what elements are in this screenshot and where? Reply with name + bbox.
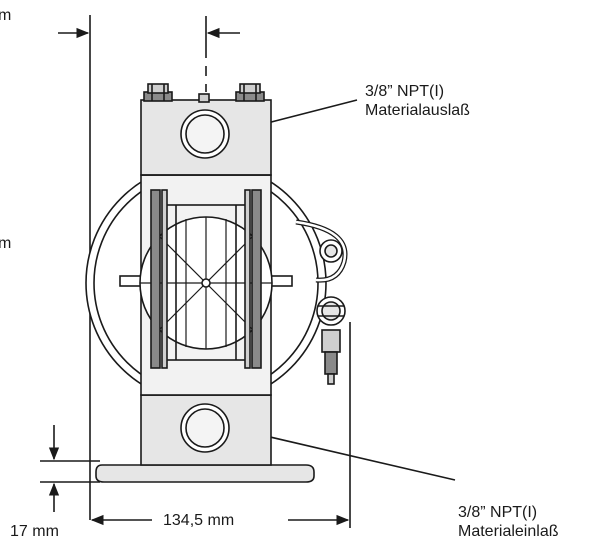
outlet-size-label: 3/8” NPT(I): [365, 83, 445, 100]
tie-rod-right-inner: [244, 189, 251, 369]
inlet-name-label: Materialeinlaß: [458, 523, 559, 540]
top-bolt-left: [143, 83, 173, 102]
tie-rod-left-outer: [150, 189, 161, 369]
air-fitting: [295, 219, 348, 385]
outlet-port-inner: [185, 114, 225, 154]
outlet-name-label: Materialauslaß: [365, 102, 470, 119]
cut-off-dimension-top: m: [0, 7, 12, 24]
inlet-port-inner: [185, 408, 225, 448]
inlet-size-label: 3/8” NPT(I): [458, 504, 538, 521]
pump-body: [85, 83, 348, 483]
width-dimension-label: 134,5 mm: [163, 512, 235, 529]
tie-rod-left-inner: [161, 189, 168, 369]
center-pivot: [201, 278, 211, 288]
inlet-leader-line: [238, 427, 456, 481]
tie-rod-right-outer: [251, 189, 262, 369]
base-height-dimension-label: 17 mm: [10, 523, 59, 540]
base-plate: [95, 464, 315, 483]
top-plug: [198, 93, 210, 103]
top-bolt-right: [235, 83, 265, 102]
cut-off-dimension-mid: m: [0, 235, 12, 252]
